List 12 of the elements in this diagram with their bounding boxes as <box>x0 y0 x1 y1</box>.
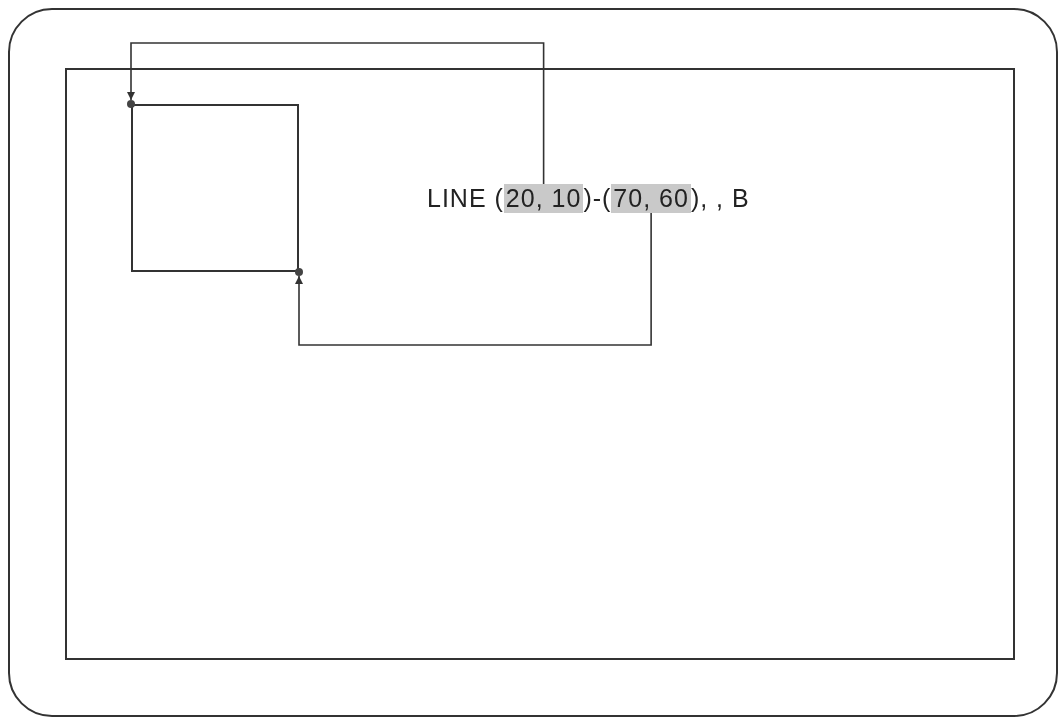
code-text: )-( <box>583 184 612 213</box>
corner-dot <box>295 268 303 276</box>
corner-dot <box>127 100 135 108</box>
highlighted-coordinates: 70, 60 <box>611 184 691 213</box>
screen-bezel <box>8 8 1058 717</box>
code-text: ), , B <box>690 184 750 213</box>
drawn-rectangle <box>131 104 299 272</box>
screen <box>65 68 1015 660</box>
leader-arrow <box>295 212 652 346</box>
leader-arrow <box>127 42 545 185</box>
highlighted-coordinates: 20, 10 <box>503 184 584 213</box>
code-text: LINE ( <box>427 184 504 213</box>
